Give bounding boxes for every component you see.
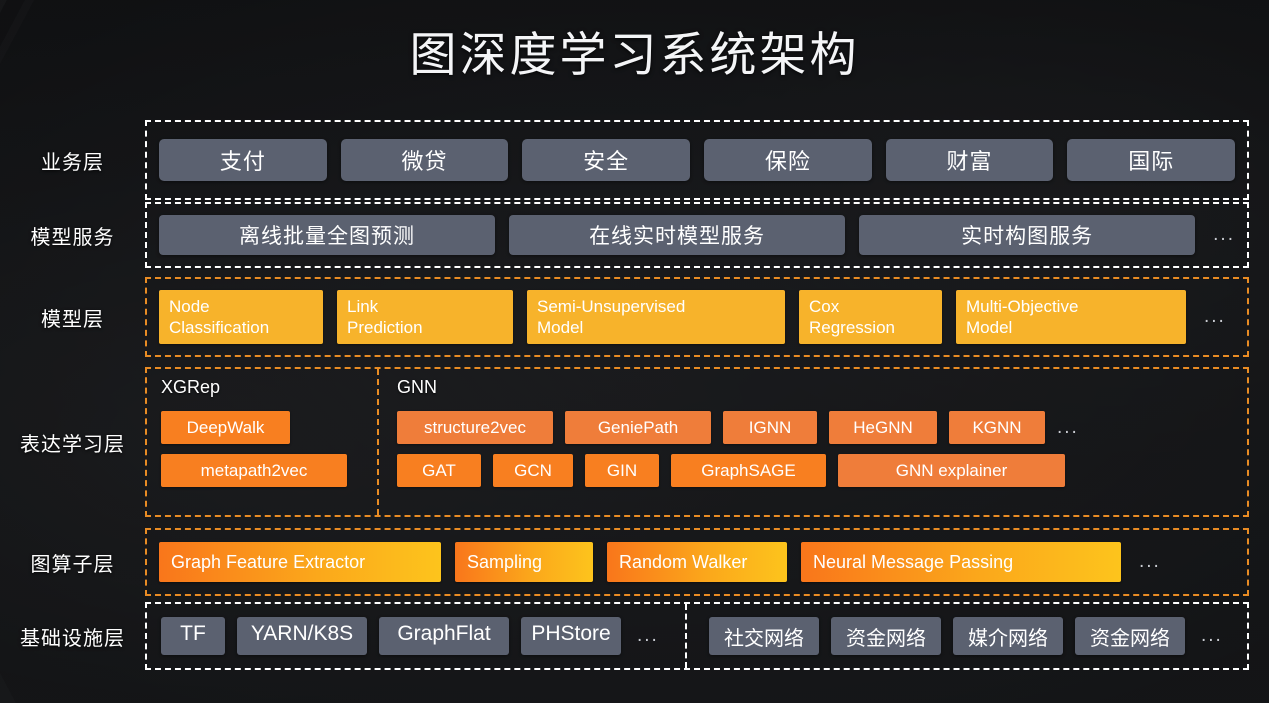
infra-item-yarn-k8s[interactable]: YARN/K8S	[237, 617, 367, 655]
infrastructure-group-networks: 社交网络 资金网络 媒介网络 资金网络 ...	[687, 604, 1247, 668]
service-item-realtime-graph-build[interactable]: 实时构图服务	[859, 215, 1196, 255]
infrastructure-groups: TF YARN/K8S GraphFlat PHStore ... 社交网络 资…	[147, 604, 1247, 668]
rep-item-metapath2vec[interactable]: metapath2vec	[161, 454, 347, 487]
infra-item-media-network[interactable]: 媒介网络	[953, 617, 1063, 655]
layer-label-infrastructure: 基础设施层	[20, 627, 125, 650]
layer-label-representation: 表达学习层	[20, 433, 125, 456]
rep-item-gat[interactable]: GAT	[397, 454, 481, 487]
model-items: Node Classification Link Prediction Semi…	[159, 290, 1235, 344]
service-item-offline-batch-prediction[interactable]: 离线批量全图预测	[159, 215, 496, 255]
layer-label-business: 业务层	[41, 151, 104, 174]
services-items: 离线批量全图预测 在线实时模型服务 实时构图服务 ...	[159, 215, 1235, 255]
layer-row-infrastructure: 基础设施层 TF YARN/K8S GraphFlat PHStore ... …	[0, 602, 1269, 670]
operator-item-neural-message-passing[interactable]: Neural Message Passing	[801, 542, 1121, 582]
layer-row-operator: 图算子层 Graph Feature Extractor Sampling Ra…	[0, 528, 1269, 596]
model-item-node-classification[interactable]: Node Classification	[159, 290, 323, 344]
gnn-row-1: structure2vec GeniePath IGNN HeGNN KGNN …	[397, 411, 1247, 444]
xgrep-row-1: DeepWalk	[161, 411, 377, 444]
infrastructure-group-compute: TF YARN/K8S GraphFlat PHStore ...	[147, 604, 687, 668]
representation-group-gnn: GNN structure2vec GeniePath IGNN HeGNN K…	[379, 369, 1247, 515]
layer-row-representation: 表达学习层 XGRep DeepWalk metapath2vec GNN st…	[0, 367, 1269, 517]
model-item-link-prediction[interactable]: Link Prediction	[337, 290, 513, 344]
rep-item-gin[interactable]: GIN	[585, 454, 659, 487]
rep-item-ignn[interactable]: IGNN	[723, 411, 817, 444]
title-bar: 图深度学习系统架构	[0, 0, 1269, 100]
representation-ellipsis: ...	[1057, 416, 1079, 438]
business-item-international[interactable]: 国际	[1067, 139, 1236, 181]
infra-item-fund-network-2[interactable]: 资金网络	[1075, 617, 1185, 655]
rep-item-structure2vec[interactable]: structure2vec	[397, 411, 553, 444]
group-title-gnn: GNN	[397, 377, 437, 397]
infra-item-social-network[interactable]: 社交网络	[709, 617, 819, 655]
services-ellipsis: ...	[1213, 224, 1235, 245]
operator-item-random-walker[interactable]: Random Walker	[607, 542, 787, 582]
rep-item-graphsage[interactable]: GraphSAGE	[671, 454, 826, 487]
model-item-semi-unsupervised-model[interactable]: Semi-Unsupervised Model	[527, 290, 785, 344]
operator-ellipsis: ...	[1139, 551, 1161, 572]
rep-item-geniepath[interactable]: GeniePath	[565, 411, 711, 444]
layer-row-business: 业务层 支付 微贷 安全 保险 财富 国际	[0, 120, 1269, 200]
representation-group-xgrep: XGRep DeepWalk metapath2vec	[147, 369, 379, 515]
infra-item-tf[interactable]: TF	[161, 617, 225, 655]
rep-item-gnn-explainer[interactable]: GNN explainer	[838, 454, 1065, 487]
rep-item-gcn[interactable]: GCN	[493, 454, 573, 487]
business-item-wealth[interactable]: 财富	[885, 139, 1054, 181]
layer-body-representation: XGRep DeepWalk metapath2vec GNN structur…	[145, 367, 1249, 517]
layer-body-operator: Graph Feature Extractor Sampling Random …	[145, 528, 1249, 596]
layer-row-services: 模型服务 离线批量全图预测 在线实时模型服务 实时构图服务 ...	[0, 202, 1269, 268]
model-ellipsis: ...	[1204, 306, 1226, 327]
business-item-security[interactable]: 安全	[522, 139, 691, 181]
rep-item-kgnn[interactable]: KGNN	[949, 411, 1045, 444]
rep-item-hegnn[interactable]: HeGNN	[829, 411, 937, 444]
service-item-online-realtime-model[interactable]: 在线实时模型服务	[509, 215, 846, 255]
operator-items: Graph Feature Extractor Sampling Random …	[159, 542, 1235, 582]
model-item-multi-objective-model[interactable]: Multi-Objective Model	[956, 290, 1186, 344]
business-item-payment[interactable]: 支付	[159, 139, 327, 181]
infra-item-phstore[interactable]: PHStore	[521, 617, 621, 655]
group-title-xgrep: XGRep	[161, 377, 221, 397]
business-item-insurance[interactable]: 保险	[704, 139, 872, 181]
layer-label-services: 模型服务	[30, 226, 115, 249]
layer-body-infrastructure: TF YARN/K8S GraphFlat PHStore ... 社交网络 资…	[145, 602, 1249, 670]
page-title: 图深度学习系统架构	[409, 27, 860, 81]
operator-item-graph-feature-extractor[interactable]: Graph Feature Extractor	[159, 542, 441, 582]
model-item-cox-regression[interactable]: Cox Regression	[799, 290, 942, 344]
representation-groups: XGRep DeepWalk metapath2vec GNN structur…	[147, 369, 1247, 515]
business-item-microloan[interactable]: 微贷	[340, 139, 509, 181]
rep-item-deepwalk[interactable]: DeepWalk	[161, 411, 290, 444]
infrastructure-left-ellipsis: ...	[637, 625, 659, 646]
layer-label-operator: 图算子层	[30, 553, 115, 576]
infra-item-graphflat[interactable]: GraphFlat	[379, 617, 509, 655]
xgrep-row-2: metapath2vec	[161, 454, 377, 487]
operator-item-sampling[interactable]: Sampling	[455, 542, 593, 582]
layer-row-model: 模型层 Node Classification Link Prediction …	[0, 277, 1269, 357]
infra-item-fund-network-1[interactable]: 资金网络	[831, 617, 941, 655]
gnn-row-2: GAT GCN GIN GraphSAGE GNN explainer	[397, 454, 1247, 487]
layer-body-services: 离线批量全图预测 在线实时模型服务 实时构图服务 ...	[145, 202, 1249, 268]
layer-body-model: Node Classification Link Prediction Semi…	[145, 277, 1249, 357]
infrastructure-right-ellipsis: ...	[1201, 625, 1223, 646]
layer-label-model: 模型层	[41, 308, 104, 331]
layer-body-business: 支付 微贷 安全 保险 财富 国际	[145, 120, 1249, 200]
business-items: 支付 微贷 安全 保险 财富 国际	[159, 139, 1236, 181]
